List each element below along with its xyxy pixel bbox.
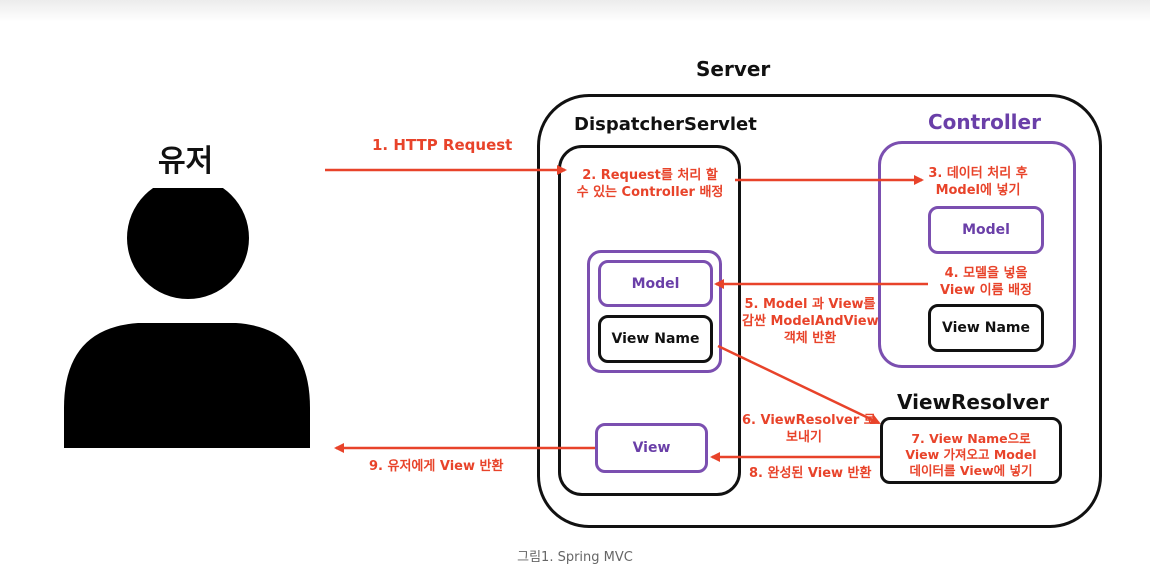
controller-view-name-box: View Name xyxy=(928,304,1044,352)
step-4-line-2: View 이름 배정 xyxy=(939,283,1032,298)
server-container xyxy=(537,94,1102,528)
step-7-line-3: 데이터를 View에 넣기 xyxy=(909,463,1033,478)
view-resolver-container xyxy=(880,417,1062,484)
step-6-line-1: 6. ViewResolver 로 xyxy=(742,413,876,428)
step-7-line-2: View 가져오고 Model xyxy=(905,447,1037,462)
step-6-line-2: 보내기 xyxy=(786,430,822,445)
step-1-label: 1. HTTP Request xyxy=(372,136,513,154)
controller-model-box: Model xyxy=(928,206,1044,254)
step-5-line-2: 감싼 ModelAndView xyxy=(742,314,879,329)
step-8-label: 8. 완성된 View 반환 xyxy=(749,466,872,481)
model-and-view-container xyxy=(587,250,722,373)
step-9-label: 9. 유저에게 View 반환 xyxy=(369,459,504,474)
step-2-line-2: 수 있는 Controller 배정 xyxy=(576,185,724,200)
step-7-line-1: 7. View Name으로 xyxy=(911,431,1031,446)
user-label: 유저 xyxy=(158,144,214,179)
step-5-label: 5. Model 과 View를 감싼 ModelAndView 객체 반환 xyxy=(742,296,879,347)
step-6-label: 6. ViewResolver 로 보내기 xyxy=(742,412,876,446)
dispatcher-view-name-box: View Name xyxy=(598,315,713,363)
user-icon xyxy=(64,188,310,448)
step-5-line-1: 5. Model 과 View를 xyxy=(744,297,876,312)
step-3-label: 3. 데이터 처리 후 Model에 넣기 xyxy=(922,165,1034,199)
step-4-line-1: 4. 모델을 넣을 xyxy=(944,266,1028,281)
dispatcher-model-box: Model xyxy=(598,260,713,307)
dispatcher-servlet-container xyxy=(558,145,741,496)
step-2-label: 2. Request를 처리 할 수 있는 Controller 배정 xyxy=(568,167,732,201)
view-resolver-label: ViewResolver xyxy=(897,390,1049,414)
view-box: View xyxy=(595,423,708,473)
step-3-line-1: 3. 데이터 처리 후 xyxy=(928,166,1028,181)
figure-caption: 그림1. Spring MVC xyxy=(517,550,633,565)
dispatcher-servlet-label: DispatcherServlet xyxy=(574,114,757,135)
step-7-label: 7. View Name으로 View 가져오고 Model 데이터를 View… xyxy=(884,431,1058,479)
step-5-line-3: 객체 반환 xyxy=(783,331,837,346)
top-shadow xyxy=(0,0,1150,22)
step-4-label: 4. 모델을 넣을 View 이름 배정 xyxy=(929,265,1043,299)
controller-container xyxy=(878,141,1076,368)
controller-label: Controller xyxy=(928,110,1041,134)
server-label: Server xyxy=(696,57,771,81)
step-2-line-1: 2. Request를 처리 할 xyxy=(582,168,718,183)
step-3-line-2: Model에 넣기 xyxy=(935,183,1021,198)
